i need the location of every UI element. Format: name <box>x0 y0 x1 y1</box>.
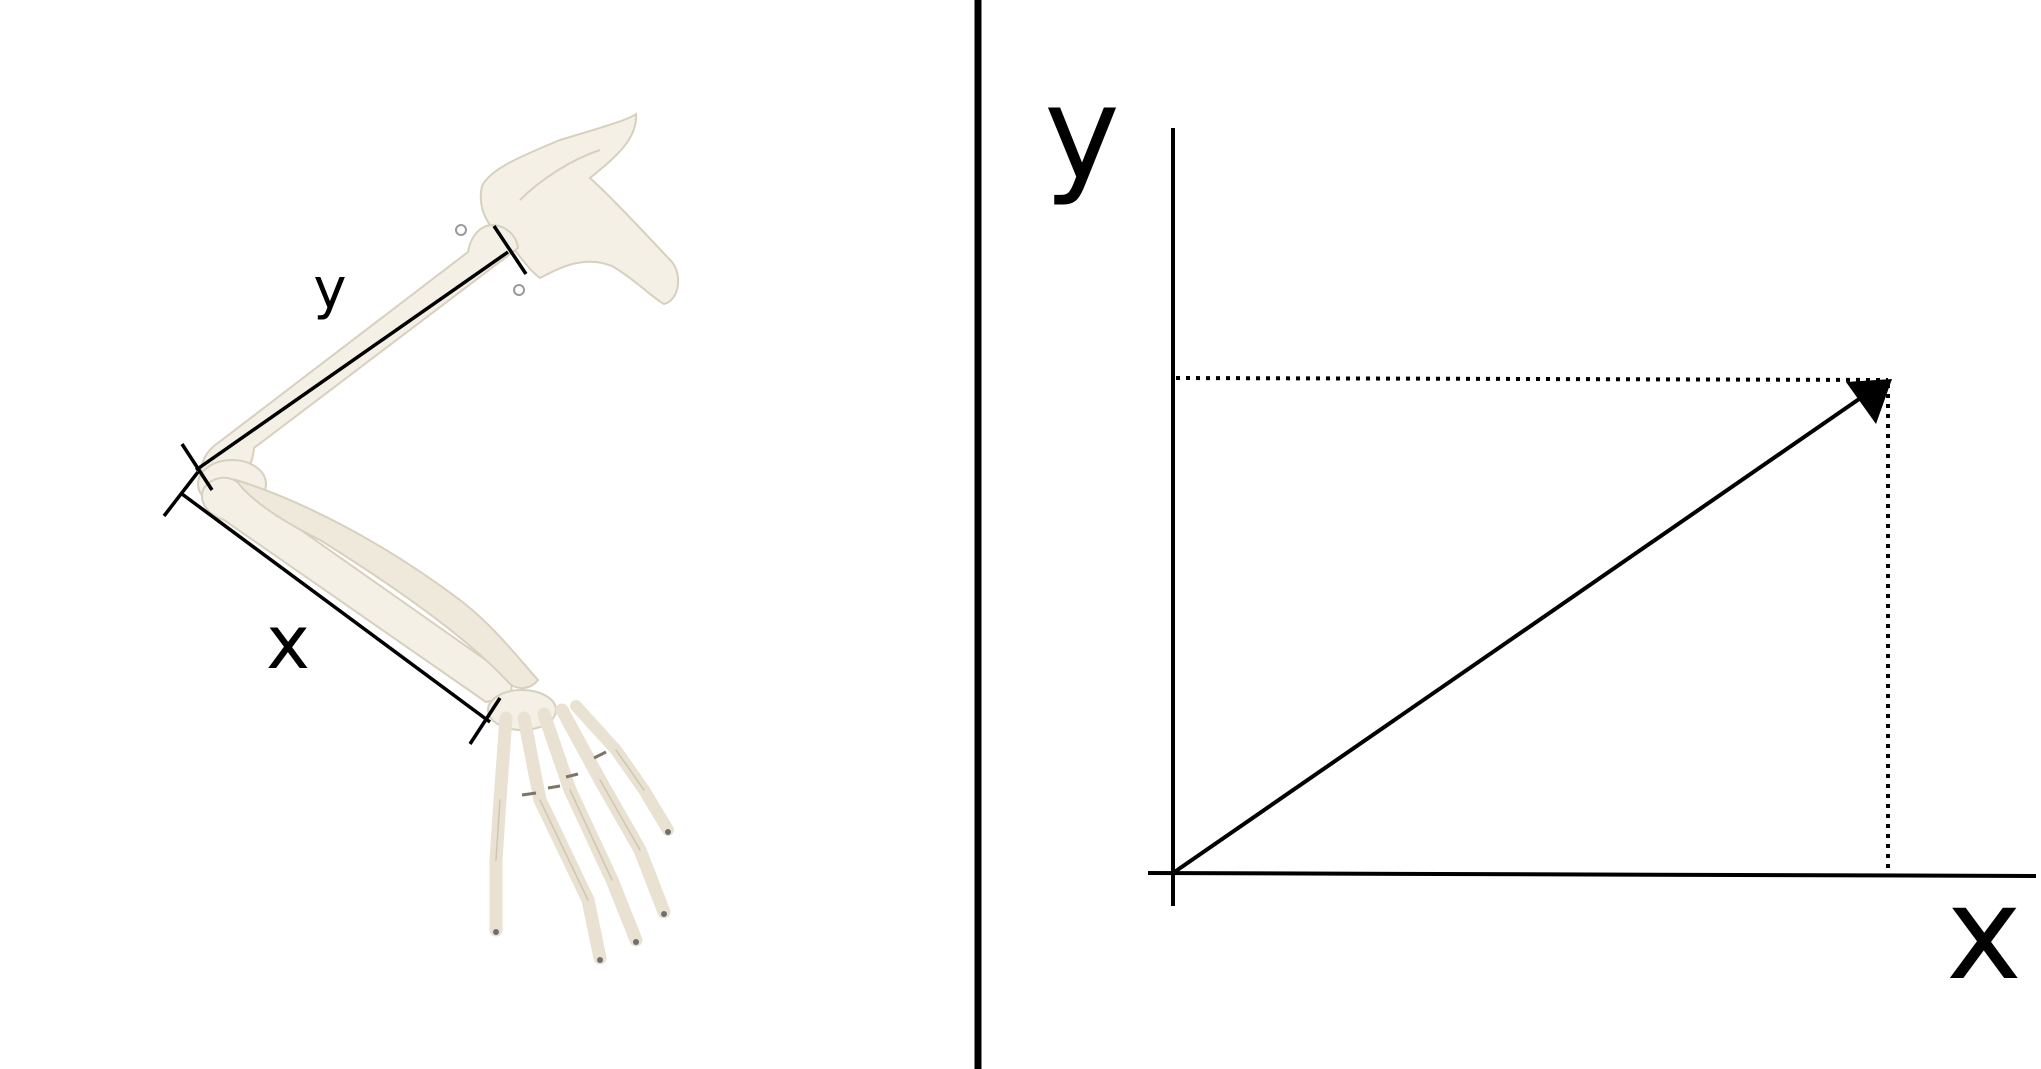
radius-bone <box>233 478 540 690</box>
hand-fingers <box>489 700 674 965</box>
y-axis-label: y <box>1044 60 1120 209</box>
x-axis-label: x <box>1946 860 2022 1009</box>
scapula-bone <box>479 112 680 306</box>
finger-joint-marks <box>521 750 607 797</box>
upper-arm-tick-shoulder <box>492 225 528 275</box>
forearm-measure-line <box>180 492 492 724</box>
skeleton-arm-figure: y x <box>162 112 680 965</box>
ulna-bone <box>201 476 513 704</box>
fingertip-marks <box>493 829 671 963</box>
forearm-tick-wrist <box>468 697 502 745</box>
hand-fingers-outline <box>495 749 645 901</box>
vector-arrowhead-icon <box>1846 379 1892 424</box>
humerus-bone <box>199 224 520 494</box>
finger-1 <box>489 711 513 937</box>
vector-arrow-shaft <box>1171 395 1864 875</box>
upper-arm-label: y <box>313 257 346 322</box>
shoulder-screw-icon <box>455 224 525 296</box>
scapula-ridge <box>519 149 601 201</box>
upper-arm-measure-line <box>194 250 510 472</box>
forearm-label: x <box>266 600 310 686</box>
horizontal-guide-line <box>1175 376 1889 382</box>
forearm-measure <box>162 470 502 745</box>
forearm-tick-elbow <box>162 470 200 518</box>
upper-arm-measure <box>180 225 528 491</box>
upper-arm-tick-elbow <box>180 443 214 491</box>
vector-diagram: y x <box>1044 60 2037 1009</box>
x-axis <box>1147 871 2037 878</box>
